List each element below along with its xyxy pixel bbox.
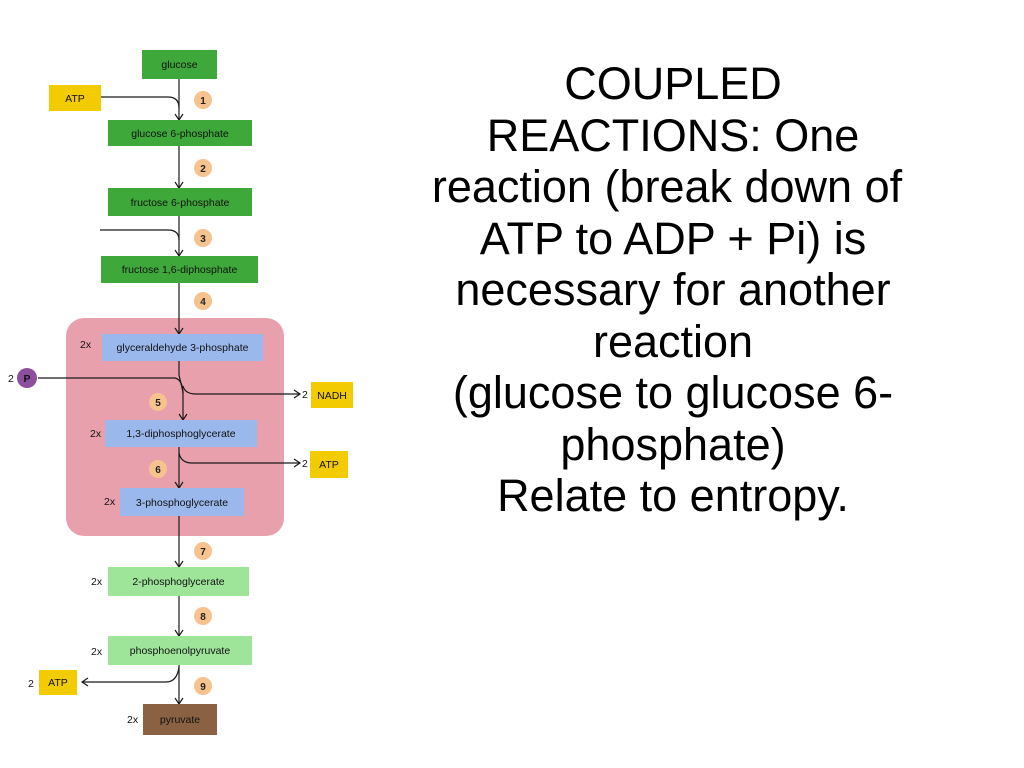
svg-text:6: 6 [155,465,161,476]
svg-text:1: 1 [200,96,206,107]
box-label: phosphoenolpyruvate [130,645,231,657]
box-glucose: glucose [142,50,217,79]
svg-text:ATP: ATP [65,93,85,105]
box-label: 2-phosphoglycerate [132,576,224,588]
step-2: 2 [194,159,212,177]
text-line: ATP to ADP + Pi) is [479,212,867,264]
multiplier: 2x [91,646,103,658]
svg-text:7: 7 [200,547,206,558]
phosphate-icon [17,368,37,388]
svg-text:NADH: NADH [317,390,347,402]
svg-text:2: 2 [200,164,206,175]
box-2-phosphoglycerate: 2x 2-phosphoglycerate [91,567,249,596]
box-fructose-6-phosphate: fructose 6-phosphate [108,188,252,216]
text-line: reaction [592,315,754,367]
step-8: 8 [194,607,212,625]
svg-text:ATP: ATP [319,459,339,471]
side-lines [38,96,302,687]
text-line: necessary for another [455,264,891,315]
box-label: pyruvate [160,714,200,726]
box-label: glucose [161,59,197,71]
multiplier: 2x [104,496,116,508]
text-line: reaction (break down of [431,161,903,212]
step-5: 5 [149,393,167,411]
phosphate-count: 2 [8,373,14,385]
nadh-output: 2 NADH [302,382,353,408]
box-phosphoenolpyruvate: 2x phosphoenolpyruvate [91,636,252,665]
box-label: glucose 6-phosphate [131,128,229,140]
slide-body-text: COUPLED REACTIONS: One reaction (break d… [352,58,994,522]
box-label: 3-phosphoglycerate [136,497,228,509]
svg-text:4: 4 [200,297,206,308]
box-label: 1,3-diphosphoglycerate [126,428,235,440]
text-line: REACTIONS: One [486,109,860,161]
step-7: 7 [194,542,212,560]
text-line: (glucose to glucose 6- [452,367,894,418]
multiplier: 2x [80,339,92,351]
text-line: COUPLED [564,58,782,109]
box-label: fructose 1,6-diphosphate [122,264,238,276]
box-fructose-1-6-diphosphate: fructose 1,6-diphosphate [101,256,258,283]
atp-input-label: ATP [49,85,101,111]
multiplier: 2x [90,428,102,440]
phosphate-input: 2 P [8,368,37,388]
svg-text:9: 9 [200,682,206,693]
multiplier: 2x [91,576,103,588]
svg-text:8: 8 [200,612,206,623]
svg-text:5: 5 [155,398,161,409]
atp-count: 2 [28,678,34,690]
nadh-count: 2 [302,389,308,401]
atp-output-step-9: 2 ATP [28,670,77,695]
svg-text:ATP: ATP [48,677,68,689]
box-1-3-diphosphoglycerate: 2x 1,3-diphosphoglycerate [90,420,257,447]
glycolysis-diagram: glucose glucose 6-phosphate fructose 6-p… [8,50,353,735]
text-line: Relate to entropy. [497,470,849,521]
atp-count: 2 [302,458,308,470]
text-line: phosphate) [560,418,786,470]
box-pyruvate: 2x pyruvate [127,704,217,735]
svg-text:3: 3 [200,234,206,245]
svg-text:P: P [23,373,30,385]
atp-output-step-6: 2 ATP [302,451,348,478]
multiplier: 2x [127,714,139,726]
step-9: 9 [194,677,212,695]
step-4: 4 [194,292,212,310]
step-6: 6 [149,460,167,478]
box-label: fructose 6-phosphate [131,197,230,209]
box-3-phosphoglycerate: 2x 3-phosphoglycerate [104,488,244,516]
box-label: glyceraldehyde 3-phosphate [117,342,249,354]
box-glyceraldehyde-3-phosphate: 2x glyceraldehyde 3-phosphate [80,334,263,361]
step-3: 3 [194,229,212,247]
step-1: 1 [194,91,212,109]
box-glucose-6-phosphate: glucose 6-phosphate [108,120,252,146]
